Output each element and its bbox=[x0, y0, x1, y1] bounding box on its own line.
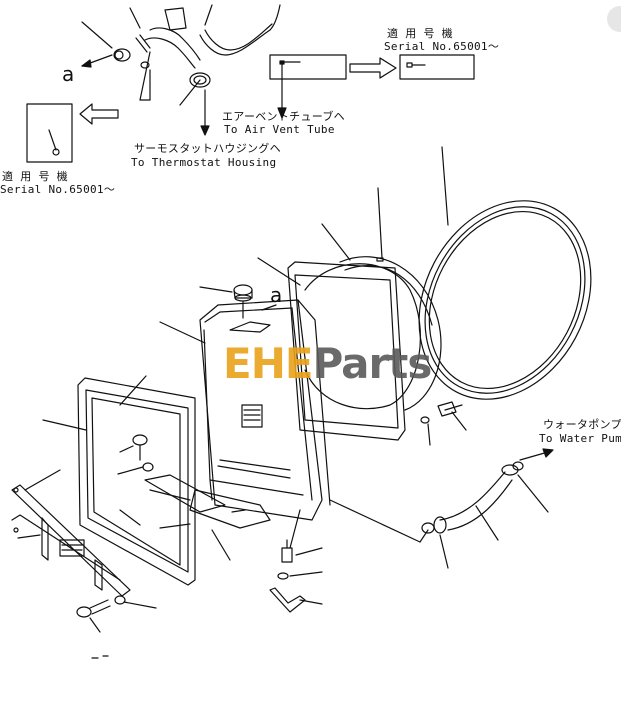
thermostat-clamp bbox=[189, 72, 211, 88]
air-vent-jp: エアーベントチューブヘ bbox=[222, 110, 345, 123]
clamp-top-left bbox=[113, 48, 150, 69]
serial-top-en: Serial No.65001～ bbox=[384, 40, 500, 53]
fan-shroud bbox=[287, 256, 442, 441]
mid-bracket bbox=[144, 474, 271, 529]
water-pump-jp: ウォータポンプヘ bbox=[543, 418, 621, 431]
air-vent-en: To Air Vent Tube bbox=[224, 123, 335, 136]
radiator-cap bbox=[233, 284, 253, 302]
watermark-part1: EHE bbox=[223, 339, 314, 388]
thermostat-jp: サーモスタットハウジングヘ bbox=[134, 142, 281, 155]
serial-left-en: Serial No.65001～ bbox=[0, 183, 116, 196]
open-arrow-left bbox=[79, 103, 119, 125]
seal-ring bbox=[418, 200, 592, 400]
bolt-washer-right bbox=[420, 401, 463, 424]
callout-a-top: a bbox=[62, 62, 75, 86]
watermark-part2: Parts bbox=[312, 339, 433, 388]
lower-bracket bbox=[11, 484, 131, 597]
water-pump-hose bbox=[421, 461, 524, 534]
open-arrow-right bbox=[349, 57, 397, 79]
water-pump-en: To Water Pump bbox=[539, 432, 621, 445]
radiator-core bbox=[199, 299, 331, 521]
callout-a-mid: a bbox=[270, 283, 283, 307]
detail-box-right bbox=[399, 54, 475, 80]
front-screen bbox=[77, 377, 196, 586]
serial-top-jp: 適 用 号 機 bbox=[387, 27, 453, 40]
air-vent-box bbox=[269, 54, 347, 80]
bolt-screen bbox=[132, 434, 154, 472]
thermostat-en: To Thermostat Housing bbox=[131, 156, 277, 169]
serial-left-jp: 適 用 号 機 bbox=[2, 170, 68, 183]
watermark-logo: EHEParts bbox=[223, 339, 433, 388]
bolt-lower bbox=[76, 595, 126, 618]
corner-avatar bbox=[607, 6, 621, 32]
top-hose-assembly bbox=[135, 4, 281, 69]
drain-valve bbox=[269, 539, 306, 613]
detail-box-left bbox=[26, 103, 73, 163]
